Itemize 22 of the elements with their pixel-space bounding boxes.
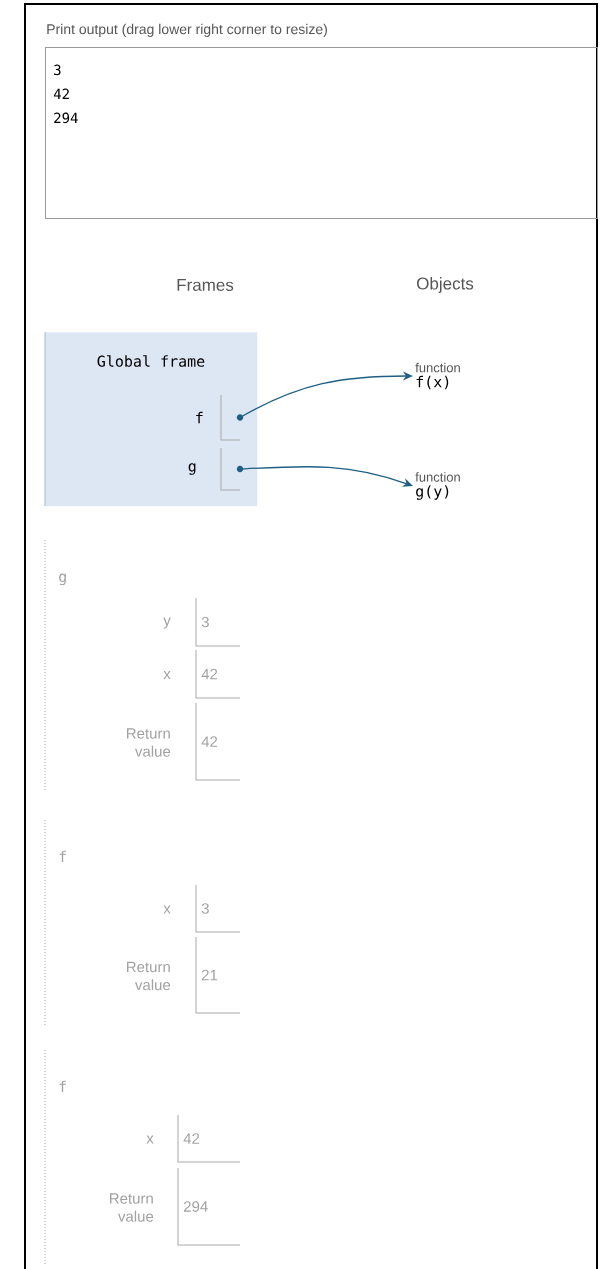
arrow	[239, 465, 413, 487]
arrow	[239, 371, 413, 419]
stack-frame: g	[44, 539, 66, 793]
stack-frame: f	[44, 819, 66, 1026]
function-object: function g(y)	[415, 472, 460, 500]
output-panel: Print output (drag lower right corner to resize) 3 42 294	[45, 23, 598, 219]
function-object: function f(x)	[415, 362, 460, 390]
stack-frame: f	[44, 1049, 66, 1266]
variable-row: Return value 294	[110, 1167, 241, 1246]
node-label: g	[188, 463, 196, 475]
variable-row: x 42	[146, 1114, 241, 1163]
variable-row: y 3	[163, 597, 241, 647]
node-label: f	[196, 411, 203, 424]
variable-cell: g	[188, 447, 244, 491]
variable-row: Return value 21	[127, 936, 241, 1014]
variable-cell: f	[196, 394, 244, 441]
variable-row: Return value 42	[127, 702, 241, 781]
variable-row: x 3	[163, 884, 241, 933]
variable-row: x 42	[163, 649, 241, 699]
node-label: Print output (drag lower right corner to resize)	[47, 23, 327, 37]
column-heading: Frames	[177, 279, 234, 291]
column-heading: Objects	[417, 277, 474, 293]
